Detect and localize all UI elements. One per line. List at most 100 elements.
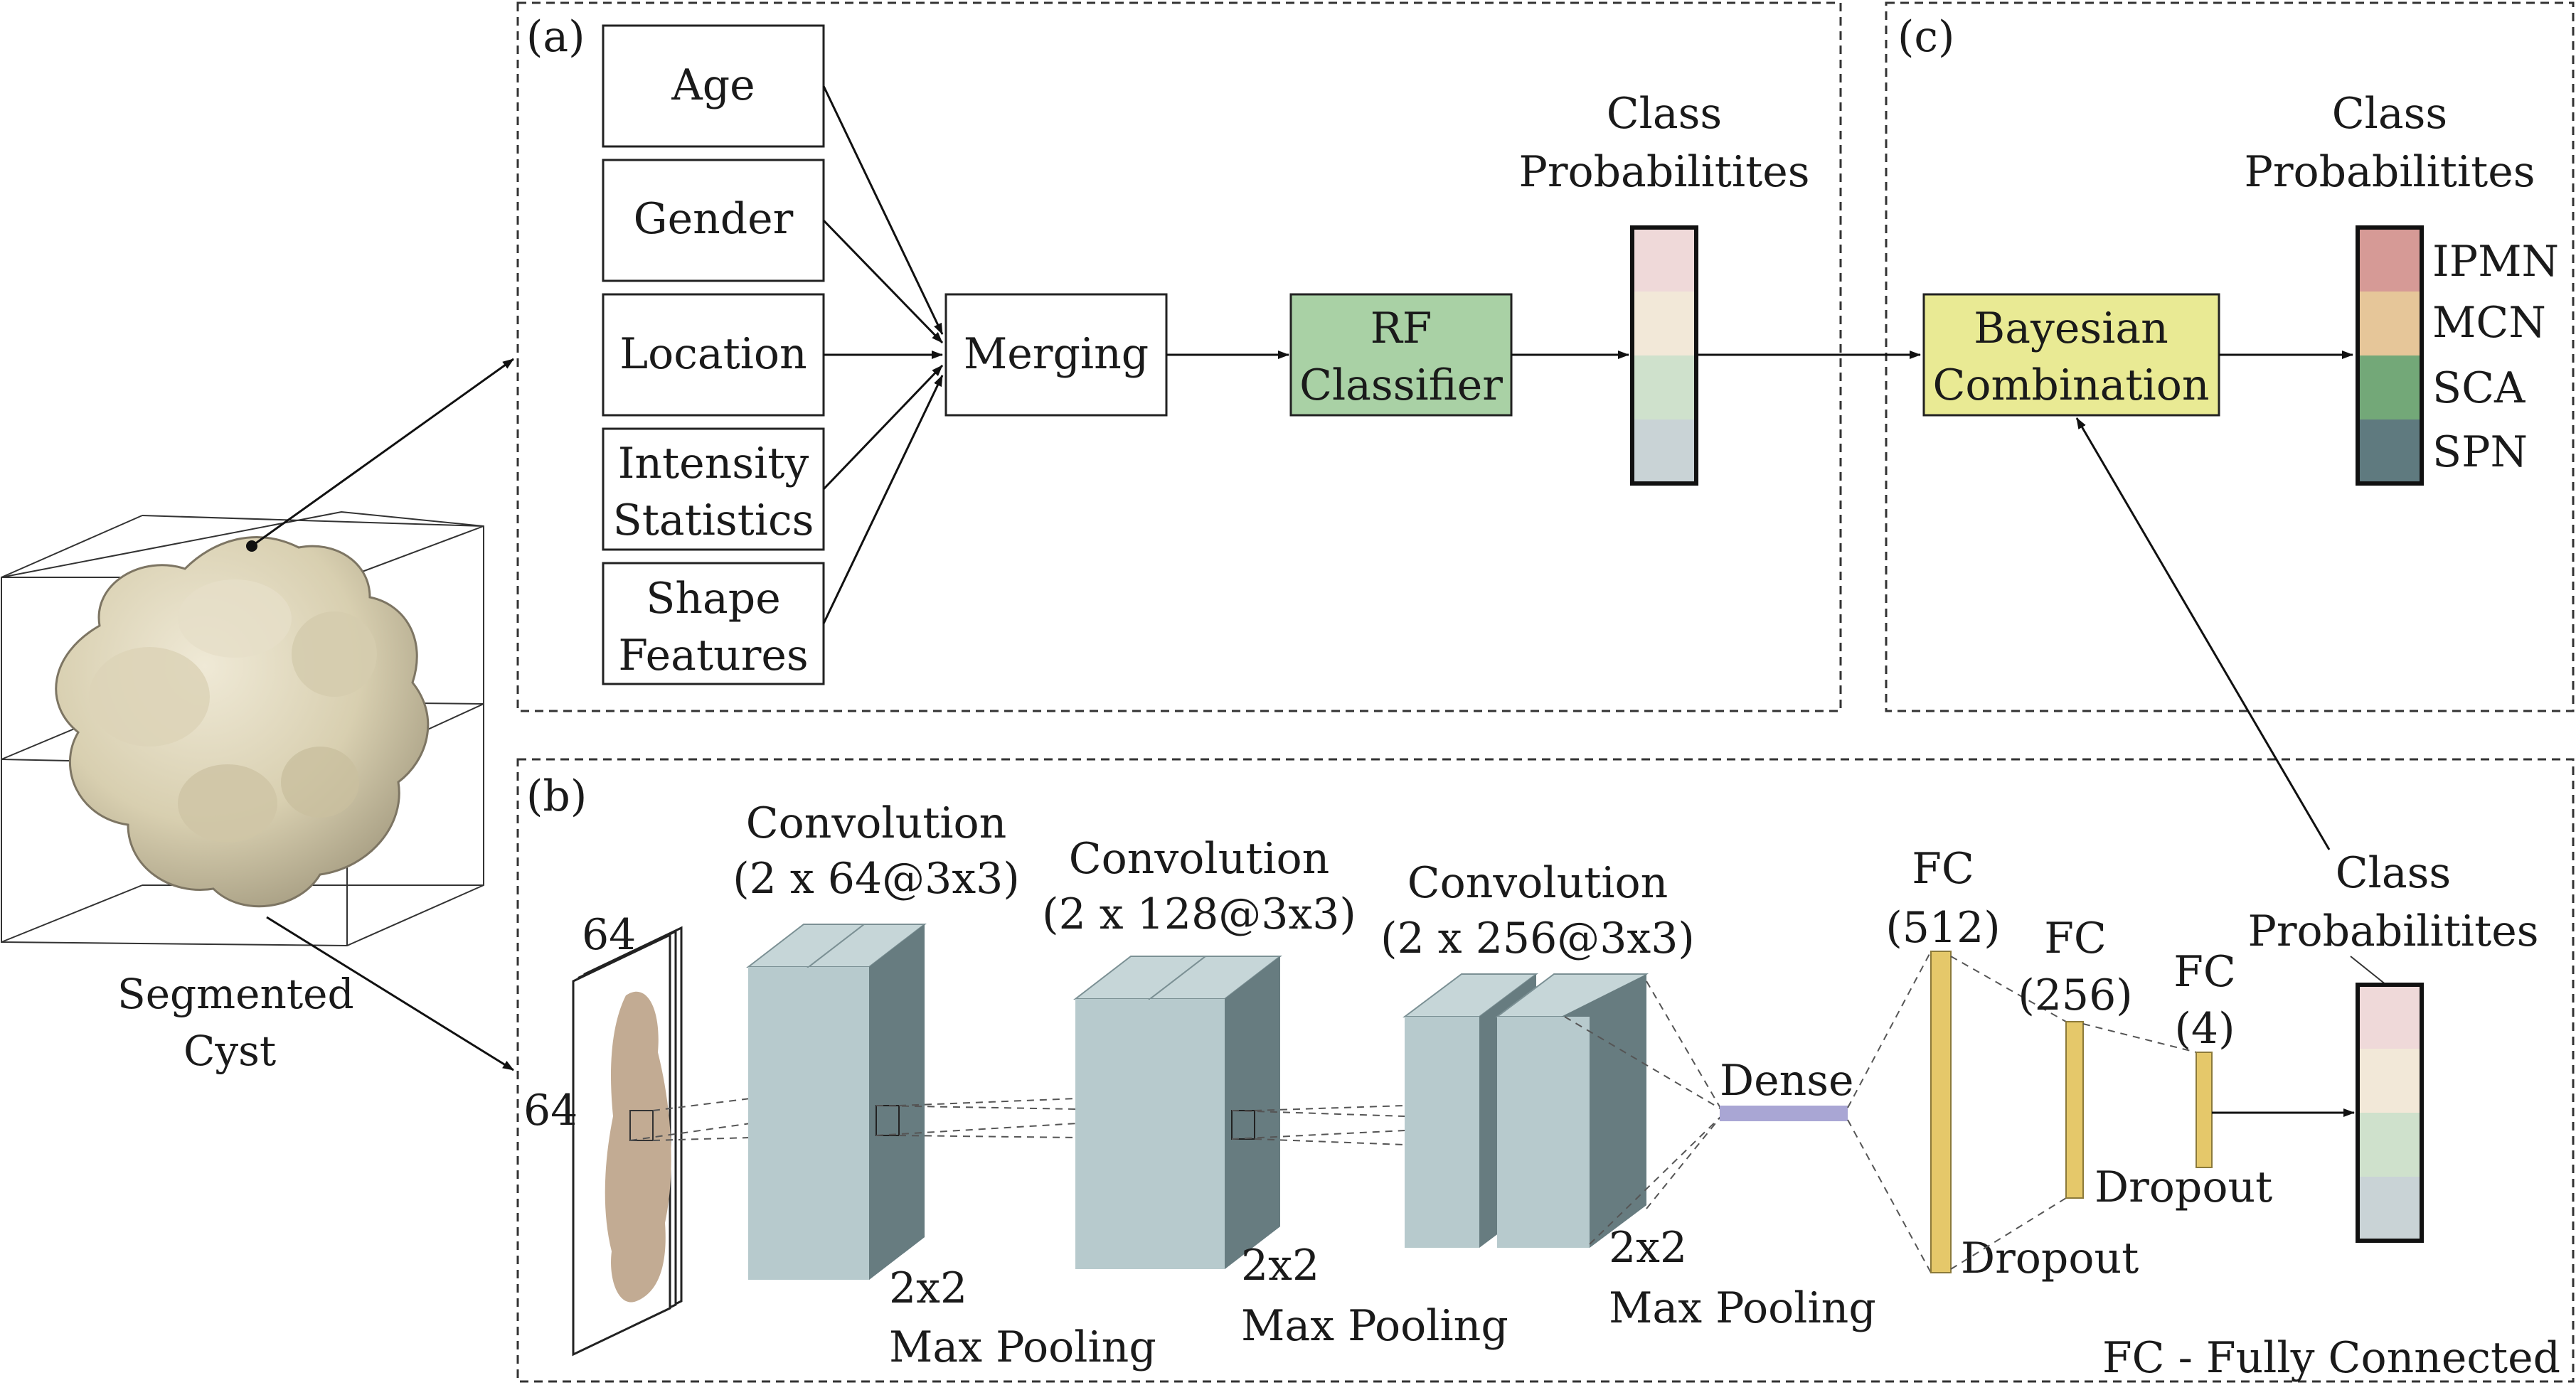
probs-b-seg-1 (2358, 985, 2422, 1049)
panel-a (516, 1, 1842, 712)
probs-a-seg-3 (1632, 355, 1696, 419)
input-dim-top: 64 (582, 910, 636, 960)
panel-a-label: (a) (526, 12, 585, 62)
arrow-cnn-probs-to-bayes (2075, 417, 2331, 850)
feature-age-box: Age (602, 24, 825, 148)
fc2-label-1: FC (2044, 914, 2107, 963)
probs-b-seg-3 (2358, 1113, 2422, 1177)
input-lesion (605, 991, 671, 1303)
merging-text: Merging (964, 329, 1149, 379)
fc-256-layer (2065, 1021, 2084, 1199)
panel-c-label: (c) (1898, 12, 1954, 62)
feature-intensity-box: Intensity Statistics (602, 427, 825, 551)
probs-a-bar (1630, 225, 1698, 486)
pool1-label: Max Pooling (889, 1322, 1156, 1372)
conv2-title-2: (2 x 128@3x3) (1042, 889, 1356, 939)
probs-c-seg-spn (2358, 419, 2422, 483)
fc-4-layer (2196, 1052, 2213, 1168)
projection-lines-1 (629, 1098, 751, 1141)
legend-ipmn: IPMN (2432, 237, 2559, 287)
fc3-label-1: FC (2173, 947, 2236, 997)
conv1-title-2: (2 x 64@3x3) (733, 854, 1020, 904)
dropout-1: Dropout (1961, 1234, 2139, 1283)
probs-c-seg-mcn (2358, 292, 2422, 355)
arrow-cyst-to-panel-a (251, 358, 514, 547)
rf-text-1: RF (1371, 304, 1432, 353)
fc3-label-2: (4) (2175, 1004, 2235, 1054)
projection-lines-2 (875, 1098, 1078, 1138)
fc-512-layer (1930, 951, 1952, 1273)
probs-c-seg-ipmn (2358, 228, 2422, 292)
probs-a-label-1: Class (1607, 89, 1722, 139)
feature-gender-box: Gender (602, 159, 825, 282)
rf-classifier-fill (1289, 293, 1513, 417)
pool2-label: Max Pooling (1241, 1301, 1508, 1351)
arrow-intensity-to-merging (822, 364, 944, 491)
bayesian-combination-box: Bayesian Combination (1922, 293, 2220, 417)
conv3-title-2: (2 x 256@3x3) (1380, 914, 1695, 963)
legend-sca: SCA (2432, 363, 2526, 413)
legend-mcn: MCN (2432, 298, 2546, 348)
probs-c-bar (2356, 225, 2424, 486)
probs-a-seg-4 (1632, 419, 1696, 483)
pool1-size: 2x2 (889, 1263, 967, 1313)
conv-block-1 (746, 924, 927, 1280)
rf-classifier-box: RF Classifier (1289, 293, 1513, 417)
fc2-label-2: (256) (2018, 971, 2132, 1020)
feature-age-text: Age (671, 60, 755, 110)
probs-b-seg-2 (2358, 1049, 2422, 1113)
input-slices (572, 926, 683, 1357)
feature-location-box: Location (602, 293, 825, 417)
dense-layer (1720, 1106, 1848, 1121)
cyst-label-line1: Segmented (117, 970, 354, 1018)
projection-lines-fc2 (1950, 956, 2067, 1270)
dropout-2: Dropout (2095, 1162, 2272, 1212)
feature-shape-text-2: Features (618, 631, 808, 680)
probs-a-label-2: Probabilitites (1518, 147, 1809, 197)
fc1-label-1: FC (1912, 844, 1974, 894)
probs-b-label-2: Probabilitites (2247, 907, 2538, 956)
probs-a-seg-1 (1632, 228, 1696, 292)
feature-gender-text: Gender (634, 194, 794, 244)
rf-text-2: Classifier (1299, 360, 1503, 410)
bayes-text-1: Bayesian (1974, 304, 2168, 353)
pool3-size: 2x2 (1609, 1223, 1687, 1273)
conv-block-2 (1073, 956, 1282, 1269)
probs-c-label-2: Probabilitites (2244, 147, 2535, 197)
pool3-label: Max Pooling (1609, 1283, 1876, 1333)
conv-block-3 (1403, 973, 1649, 1248)
probs-c-seg-sca (2358, 355, 2422, 419)
panel-b (516, 758, 2575, 1383)
arrow-shape-to-merging (822, 375, 944, 624)
projection-lines-3 (1231, 1105, 1405, 1145)
probs-b-label-1: Class (2336, 848, 2451, 898)
conv3-title-1: Convolution (1407, 858, 1668, 908)
cyst-label-line2: Cyst (183, 1027, 276, 1075)
bayes-fill (1922, 293, 2220, 417)
probs-c-label-1: Class (2332, 89, 2447, 139)
footnote: FC - Fully Connected (2102, 1333, 2560, 1383)
arrow-gender-to-merging (822, 219, 944, 344)
legend-spn: SPN (2432, 427, 2528, 477)
projection-lines-fc3 (2082, 1023, 2197, 1053)
pool2-size: 2x2 (1241, 1241, 1319, 1290)
merging-box: Merging (944, 293, 1168, 417)
probs-b-seg-4 (2358, 1177, 2422, 1241)
dense-label: Dense (1720, 1056, 1854, 1106)
projection-lines-fc1 (1847, 951, 1932, 1273)
panel-c (1885, 1, 2575, 712)
conv1-title-1: Convolution (746, 798, 1007, 848)
feature-location-text: Location (619, 329, 807, 379)
feature-intensity-text-1: Intensity (618, 439, 809, 488)
arrow-cyst-to-panel-b (266, 916, 514, 1071)
probs-a-seg-2 (1632, 292, 1696, 355)
conv2-title-1: Convolution (1069, 834, 1330, 884)
feature-shape-box: Shape Features (602, 562, 825, 685)
bayes-text-2: Combination (1932, 360, 2209, 410)
probs-b-bar (2356, 983, 2424, 1243)
projection-lines-dense (1564, 980, 1722, 1245)
feature-shape-text-1: Shape (646, 574, 780, 624)
fc1-label-2: (512) (1885, 903, 2000, 953)
panel-b-label: (b) (526, 771, 587, 821)
segmented-cyst-figure (1, 510, 484, 947)
